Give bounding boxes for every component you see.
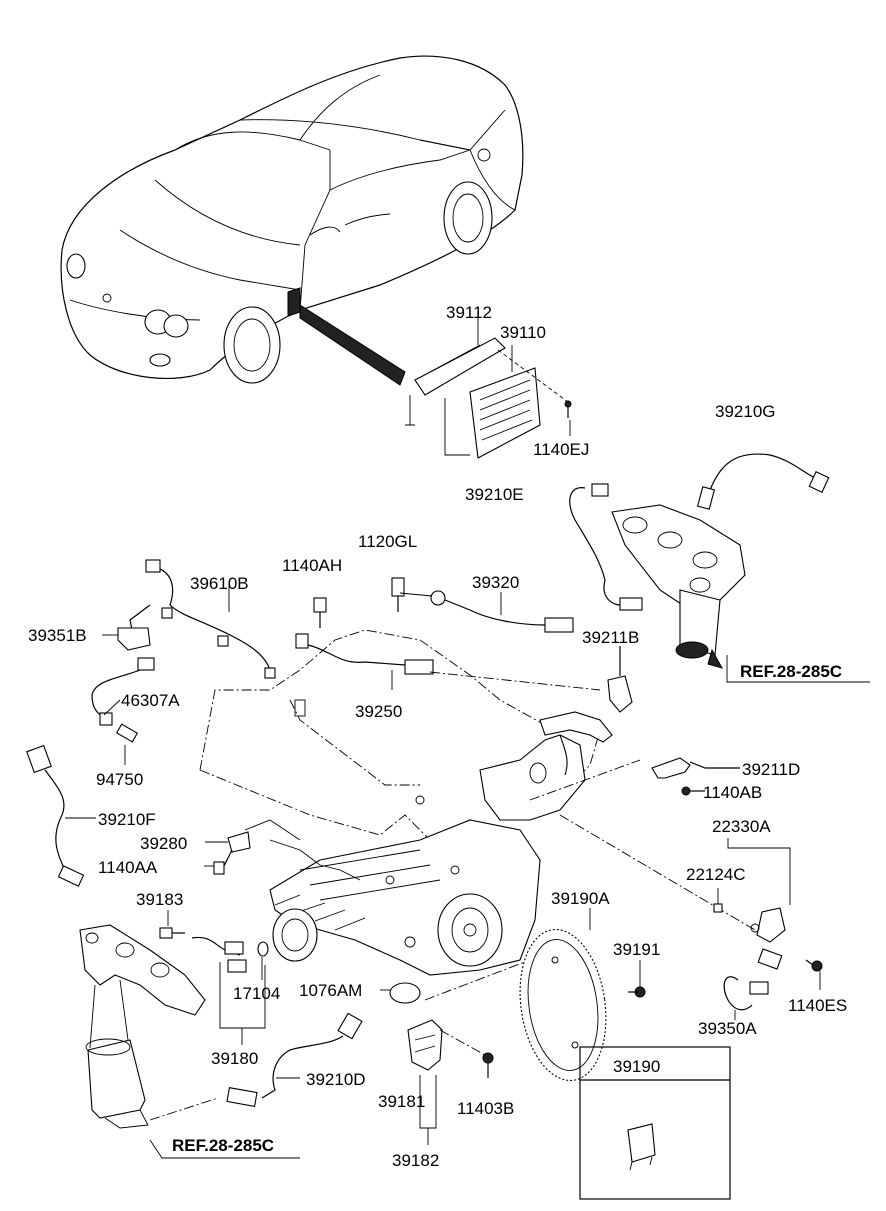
washer-22124c: [713, 903, 723, 913]
label-39190a: 39190A: [551, 889, 610, 908]
label-39180: 39180: [211, 1049, 258, 1068]
sensor-39350a: [723, 948, 783, 1011]
ref-label-bottom: REF.28-285C: [172, 1136, 274, 1155]
label-39280: 39280: [140, 834, 187, 853]
label-39210d: 39210D: [306, 1070, 366, 1089]
label-46307a: 46307A: [121, 691, 180, 710]
wiring-harness-39610b: [129, 559, 276, 679]
bolt-1140es: [805, 959, 823, 972]
bracket-39211b: [607, 646, 633, 713]
bolt-1120gl: [391, 577, 405, 612]
o2-sensor-39210g: [696, 453, 830, 510]
label-39350a: 39350A: [698, 1019, 757, 1038]
sensor-39320: [430, 590, 574, 633]
dash-ref2: [149, 1097, 219, 1121]
label-39110: 39110: [500, 323, 546, 342]
engine-assembly: [199, 629, 613, 976]
label-1140ab: 1140AB: [703, 783, 762, 802]
label-1120gl: 1120GL: [358, 532, 417, 551]
ref-label-top: REF.28-285C: [740, 662, 842, 681]
ref-underline-1: [726, 655, 870, 683]
leader-1120gl: [399, 592, 433, 597]
label-17104: 17104: [233, 984, 280, 1003]
dash-39211d: [529, 759, 641, 801]
label-1076am: 1076AM: [299, 981, 362, 1000]
part-box-39190-icon: [627, 1123, 656, 1171]
label-1140ah: 1140AH: [282, 556, 342, 575]
exhaust-manifold-front: [611, 504, 746, 659]
ref-arrow-1: [707, 648, 724, 669]
part-box-39190: [579, 1046, 731, 1200]
label-39181: 39181: [378, 1092, 425, 1111]
label-39210g: 39210G: [715, 402, 776, 421]
o2-sensor-39210f: [26, 744, 85, 887]
label-1140es: 1140ES: [788, 996, 847, 1015]
leader-46307a: [103, 699, 121, 716]
car-illustration: [60, 55, 524, 386]
bracket-39211d: [651, 757, 740, 796]
label-1140aa: 1140AA: [98, 858, 158, 877]
bolt-11403b: [482, 1052, 494, 1078]
label-1140ej: 1140EJ: [533, 440, 589, 459]
label-39210f: 39210F: [98, 810, 156, 829]
dash-39211b: [429, 671, 601, 691]
sensor-39250: [295, 633, 434, 675]
label-39191: 39191: [613, 940, 660, 959]
sensor-94750: [91, 669, 141, 743]
label-39351b: 39351B: [28, 626, 87, 645]
label-39320: 39320: [472, 573, 519, 592]
label-39211b: 39211B: [582, 628, 639, 647]
bracket-22330a: [727, 838, 791, 905]
o2-sensor-39210e: [569, 483, 643, 611]
label-39182: 39182: [392, 1151, 439, 1170]
bolt-39183: [159, 927, 185, 939]
bracket-39351b: [117, 627, 155, 671]
label-39183: 39183: [136, 890, 183, 909]
label-39112: 39112: [446, 303, 492, 322]
ring-gear-39190a: [519, 928, 607, 1082]
bracket-39180: [219, 962, 266, 1029]
knock-sensor-22330a: [750, 907, 786, 943]
label-11403b: 11403B: [457, 1099, 514, 1118]
label-22330a: 22330A: [712, 817, 771, 836]
leader-1140ej-dash: [497, 349, 569, 403]
label-39610b: 39610B: [190, 574, 249, 593]
bracket-39181: [407, 1019, 443, 1071]
sensor-39280: [213, 831, 251, 875]
sensor-39180: [191, 936, 269, 973]
ref-underline-2: [149, 1139, 300, 1159]
bolt-39191: [628, 986, 646, 998]
label-39250: 39250: [355, 702, 402, 721]
label-39211d: 39211D: [742, 760, 800, 779]
ecu-assembly: [405, 337, 572, 459]
exhaust-manifold-rear: [79, 924, 206, 1129]
label-22124c: 22124C: [686, 865, 746, 884]
label-39190: 39190: [613, 1057, 660, 1076]
o2-sensor-39210d: [226, 1012, 363, 1107]
dash-crank: [424, 959, 531, 1001]
plug-1076am: [389, 982, 421, 1004]
dash-11403b: [439, 1029, 486, 1056]
bolt-1140ah: [313, 597, 327, 628]
label-94750: 94750: [96, 770, 143, 789]
label-39210e: 39210E: [465, 485, 524, 504]
